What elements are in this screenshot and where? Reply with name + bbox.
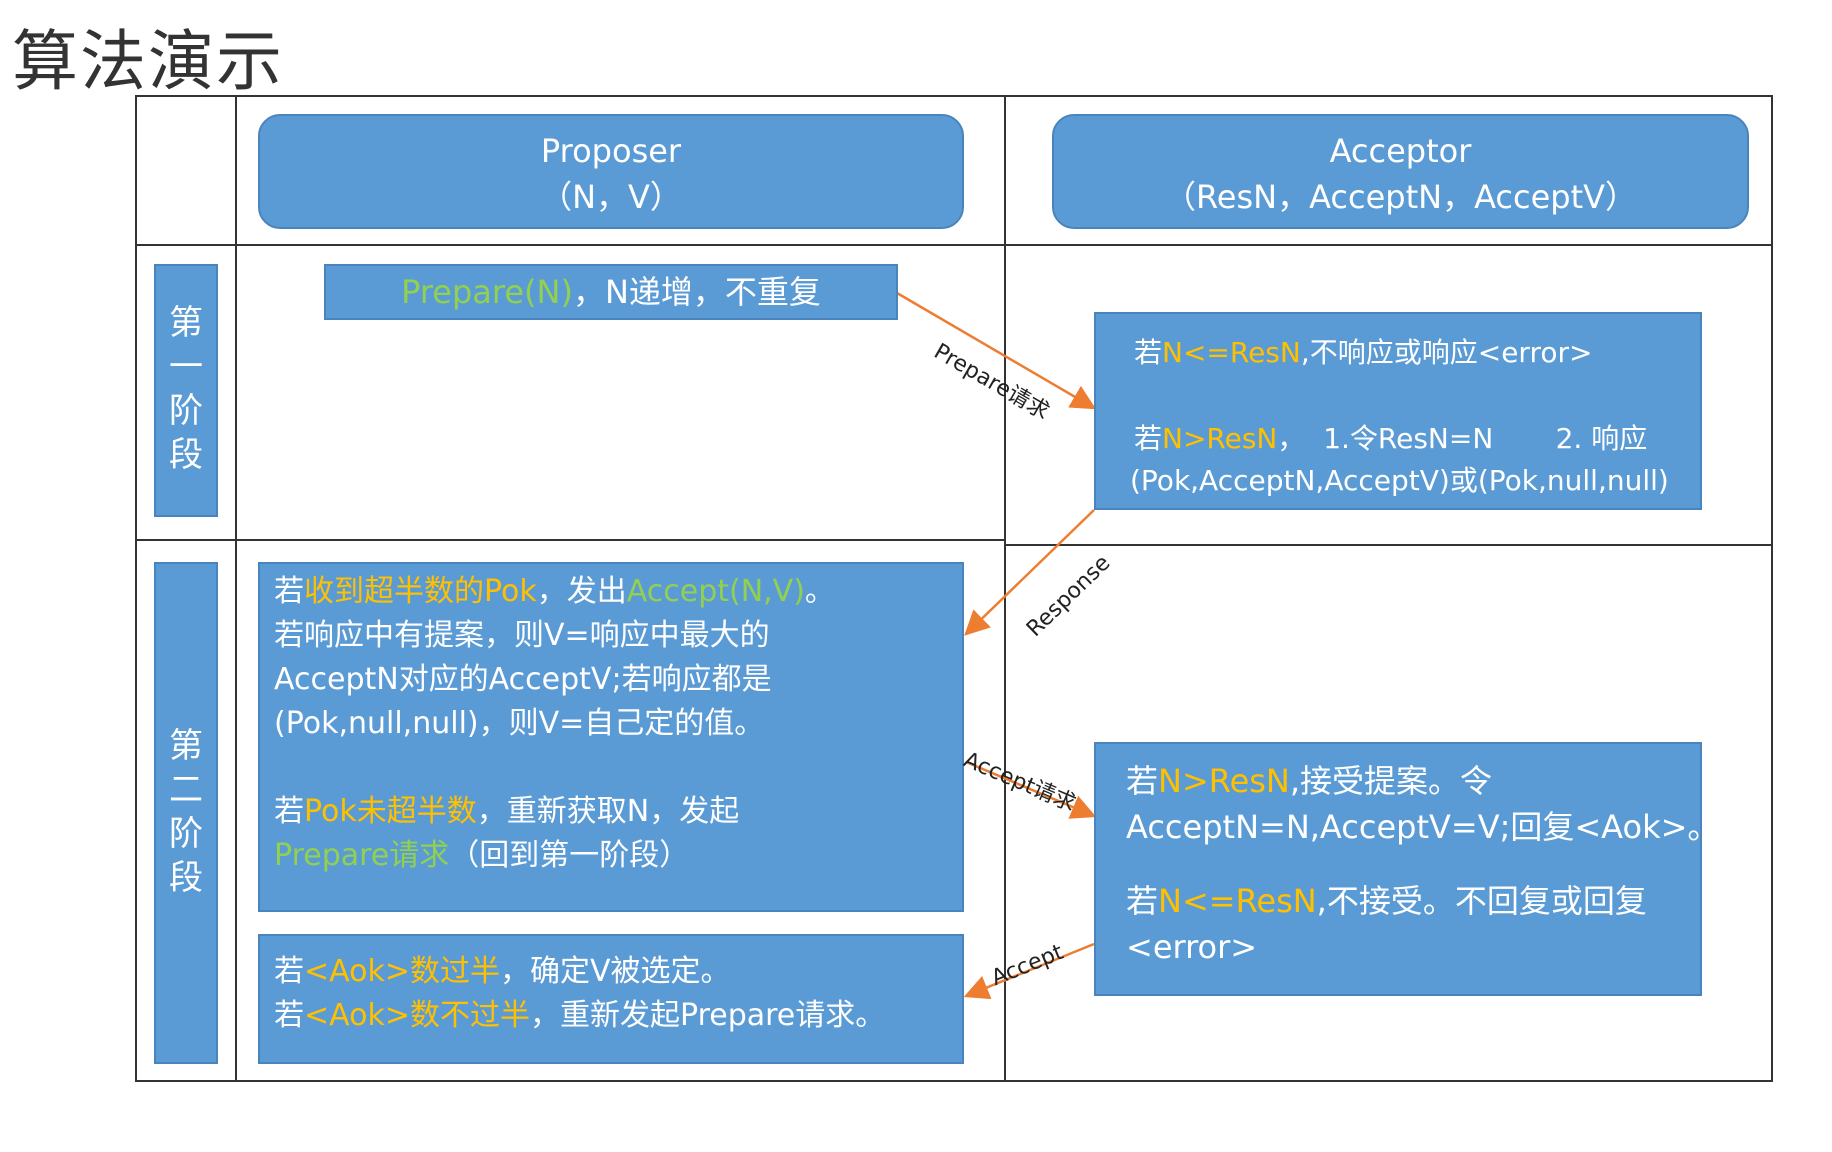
acceptor-reject-action: <error>: [1126, 928, 1258, 966]
proposer-retry-rule: 若Pok未超半数，重新获取N，发起: [274, 794, 740, 829]
proposer-params: （N，V）: [540, 178, 682, 216]
proposer-value-rule-1: 若响应中有提案，则V=响应中最大的: [274, 618, 770, 653]
page-title: 算法演示: [12, 23, 284, 100]
acceptor-phase1-box: 若N<=ResN,不响应或响应<error> 若N>ResN， 1.令ResN=…: [1094, 312, 1702, 510]
proposer-retry-target: Prepare请求（回到第一阶段）: [274, 838, 690, 873]
acceptor-response: (Pok,AcceptN,AcceptV)或(Pok,null,null): [1130, 464, 1669, 497]
acceptor-reject-rule: 若N<=ResN,不接受。不回复或回复: [1126, 882, 1647, 920]
accept-arrow: [963, 942, 1095, 1000]
phase-one-label: 第 一 阶 段: [154, 264, 218, 517]
response-arrow: [964, 509, 1095, 636]
acceptor-rule-reject: 若N<=ResN,不响应或响应<error>: [1134, 336, 1593, 369]
phase-two-label: 第 二 阶 段: [154, 562, 218, 1064]
prepare-call: Prepare(N): [401, 273, 573, 311]
table-border: [135, 95, 1773, 1082]
proposer-value-rule-2: AcceptN对应的AcceptV;若响应都是: [274, 662, 772, 697]
accept-request-arrow: [965, 760, 1097, 819]
proposer-header: Proposer （N，V）: [258, 114, 964, 229]
acceptor-header: Acceptor （ResN，AcceptN，AcceptV）: [1052, 114, 1749, 229]
proposer-restart-rule: 若<Aok>数不过半，重新发起Prepare请求。: [274, 998, 886, 1033]
proposer-name: Proposer: [540, 132, 682, 170]
proposer-value-rule-3: (Pok,null,null)，则V=自己定的值。: [274, 706, 765, 741]
prepare-box: Prepare(N)，N递增，不重复: [324, 264, 898, 320]
table-grid: [135, 95, 1773, 1082]
prepare-note: ，N递增，不重复: [572, 273, 821, 311]
prepare-request-arrow: [896, 291, 1097, 410]
acceptor-accept-action: AcceptN=N,AcceptV=V;回复<Aok>。: [1126, 808, 1720, 846]
proposer-result-box: 若<Aok>数过半，确定V被选定。 若<Aok>数不过半，重新发起Prepare…: [258, 934, 964, 1064]
proposer-accept-rule: 若收到超半数的Pok，发出Accept(N,V)。: [274, 574, 835, 609]
acceptor-rule-promise: 若N>ResN， 1.令ResN=N 2. 响应: [1134, 422, 1648, 455]
acceptor-phase2-box: 若N>ResN,接受提案。令 AcceptN=N,AcceptV=V;回复<Ao…: [1094, 742, 1720, 996]
proposer-chosen-rule: 若<Aok>数过半，确定V被选定。: [274, 954, 731, 989]
proposer-phase2-box: 若收到超半数的Pok，发出Accept(N,V)。 若响应中有提案，则V=响应中…: [258, 562, 964, 912]
acceptor-params: （ResN，AcceptN，AcceptV）: [1163, 178, 1638, 216]
acceptor-name: Acceptor: [1329, 132, 1472, 170]
acceptor-accept-rule: 若N>ResN,接受提案。令: [1126, 762, 1493, 800]
